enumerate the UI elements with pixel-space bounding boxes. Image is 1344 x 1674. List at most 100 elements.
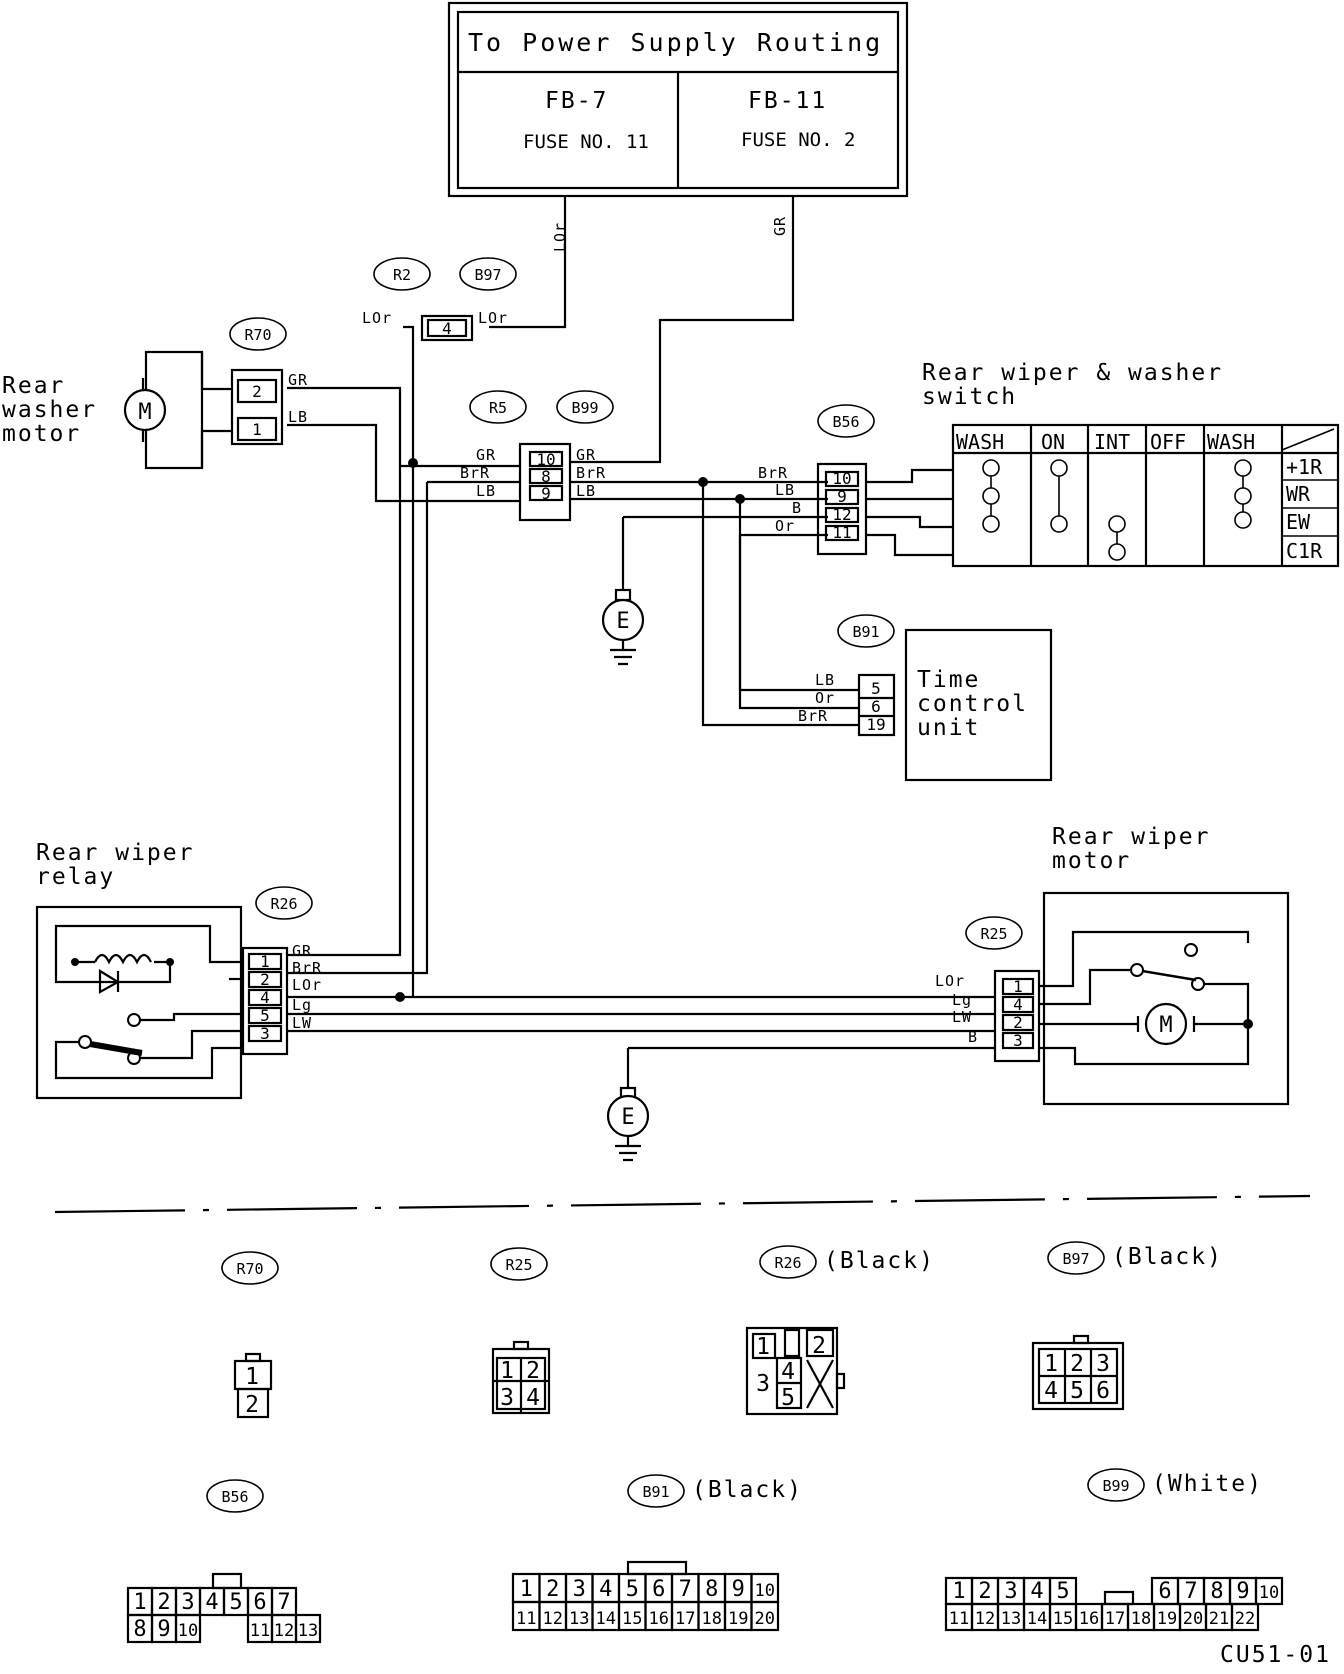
wire-label-lw-r25: LW [952, 1008, 972, 1026]
view-b99-pin-16: 16 [1079, 1609, 1099, 1629]
view-color-r26: (Black) [824, 1248, 935, 1274]
pin-r26-5: 5 [260, 1006, 270, 1025]
wire-brr-b91 [701, 482, 859, 727]
pin-b56-11: 11 [832, 523, 851, 542]
view-r26-pin4: 4 [781, 1359, 797, 1385]
pin-r25-1: 1 [1013, 977, 1023, 996]
view-b91-pin-8: 8 [705, 1577, 718, 1602]
pin-r26-2: 2 [260, 970, 270, 989]
wire-or-b91 [738, 535, 859, 692]
view-b56-pin-6: 6 [253, 1590, 266, 1615]
switch-row-1r: +1R [1286, 455, 1323, 479]
wire-label-lb-b99: LB [576, 482, 596, 500]
rear-wiper-motor: Rear wiper motor 1 4 2 3 LOr Lg LW B M [935, 824, 1290, 1106]
wire-lor-supply [489, 196, 567, 329]
view-b99-pin-19: 19 [1157, 1609, 1177, 1629]
tag-b97: B97 [474, 266, 501, 284]
time-unit-label-1: Time [917, 667, 980, 693]
connector-b56: 10 9 12 11 BrR LB B Or [758, 462, 868, 556]
view-b91-pin-6: 6 [652, 1577, 665, 1602]
view-b91-pin-19: 19 [728, 1609, 748, 1629]
pin-b99-9: 9 [541, 484, 551, 503]
view-b97-pin1: 1 [1044, 1351, 1060, 1377]
wire-label-brr-r5: BrR [460, 464, 490, 482]
view-b99-pin-4: 4 [1030, 1579, 1043, 1604]
pin-r26-1: 1 [260, 952, 270, 971]
view-b91-pin-12: 12 [543, 1609, 563, 1629]
view-b99-pin-2: 2 [978, 1579, 991, 1604]
wire-label-brr-b99: BrR [576, 464, 606, 482]
pin-b91-5: 5 [871, 679, 881, 698]
view-r26-pin2: 2 [812, 1333, 828, 1359]
view-b97-pin2: 2 [1070, 1351, 1086, 1377]
view-r26-pin1: 1 [756, 1334, 772, 1360]
wire-label-lor-b97: LOr [478, 309, 508, 327]
view-b91-pin-3: 3 [573, 1577, 586, 1602]
view-b91-pin-17: 17 [675, 1609, 695, 1629]
pin-r25-3: 3 [1013, 1031, 1023, 1050]
wire-gr-r70 [286, 386, 402, 957]
view-r25-pin1: 1 [500, 1358, 516, 1384]
wire-label-lg-r26: Lg [292, 996, 312, 1014]
wire-label-brr-b91: BrR [798, 707, 828, 725]
wire-lb-r70 [287, 423, 520, 503]
wire-lor-trunk [403, 325, 415, 997]
switch-header-int: INT [1094, 430, 1130, 454]
view-b91-pin-9: 9 [732, 1577, 745, 1602]
view-r26-pin5: 5 [781, 1385, 797, 1411]
wire-label-b-b56: B [792, 499, 802, 517]
view-b56-pin-1: 1 [133, 1590, 146, 1615]
wire-label-gr-r26: GR [292, 942, 312, 960]
tag-r25: R25 [980, 925, 1007, 943]
pin-r70-1: 1 [252, 420, 262, 439]
separator-line [54, 1194, 1311, 1214]
tag-r26: R26 [270, 895, 297, 913]
view-tag-b91: B91 [642, 1483, 669, 1501]
view-tag-b56: B56 [221, 1488, 248, 1506]
fuse11-label: FUSE NO. 11 [523, 131, 649, 153]
ground-2-label: E [621, 1105, 634, 1130]
connector-view-b97: B97 (Black) 1 2 3 4 5 6 [1031, 1241, 1223, 1411]
wire-label-lor-vertical: LOr [551, 222, 569, 252]
view-color-b99: (White) [1152, 1471, 1263, 1497]
wiper-motor-label-1: Rear wiper [1052, 824, 1210, 850]
time-unit-label-2: control [917, 691, 1028, 717]
pin-b56-12: 12 [832, 505, 851, 524]
wire-gr-supply [569, 196, 795, 464]
view-b91-pin-18: 18 [702, 1609, 722, 1629]
view-b99-pin-11: 11 [949, 1609, 969, 1629]
view-b99-pin-10: 10 [1259, 1583, 1279, 1603]
view-color-b97: (Black) [1112, 1244, 1223, 1270]
view-b91-pin-4: 4 [599, 1577, 612, 1602]
switch-label-2: switch [922, 384, 1017, 410]
pin-r25-4: 4 [1013, 995, 1023, 1014]
switch-header-on: ON [1041, 430, 1065, 454]
connector-r5-b99: 10 8 9 GR BrR LB GR BrR LB [460, 442, 606, 522]
view-b91-pin-5: 5 [626, 1577, 639, 1602]
connector-view-r26: R26 (Black) 1 2 3 4 5 [745, 1245, 935, 1416]
tag-b56: B56 [832, 413, 859, 431]
view-b56-pin-10: 10 [178, 1621, 198, 1641]
view-b99-pin-20: 20 [1183, 1609, 1203, 1629]
pin-b91-19: 19 [866, 715, 885, 734]
view-b91-pin-15: 15 [622, 1609, 642, 1629]
wire-label-lb-r5: LB [476, 482, 496, 500]
pin-b91-6: 6 [871, 697, 881, 716]
fuse2-label: FUSE NO. 2 [741, 129, 855, 151]
tag-r70: R70 [244, 326, 271, 344]
wire-label-or-b56: Or [775, 517, 795, 535]
pin-r70-2: 2 [252, 382, 262, 401]
pin-b99-8: 8 [541, 467, 551, 486]
view-tag-b97: B97 [1062, 1250, 1089, 1268]
switch-row-wr: WR [1286, 482, 1311, 506]
tag-b99: B99 [571, 399, 598, 417]
tag-b91: B91 [852, 623, 879, 641]
view-b99-pin-8: 8 [1210, 1579, 1223, 1604]
view-tag-r26: R26 [774, 1254, 801, 1272]
wire-label-gr-b99: GR [576, 446, 596, 464]
wire-label-lor-r26: LOr [292, 976, 322, 994]
view-b91-pin-10: 10 [755, 1581, 775, 1601]
view-b99-pin-22: 22 [1235, 1609, 1255, 1629]
